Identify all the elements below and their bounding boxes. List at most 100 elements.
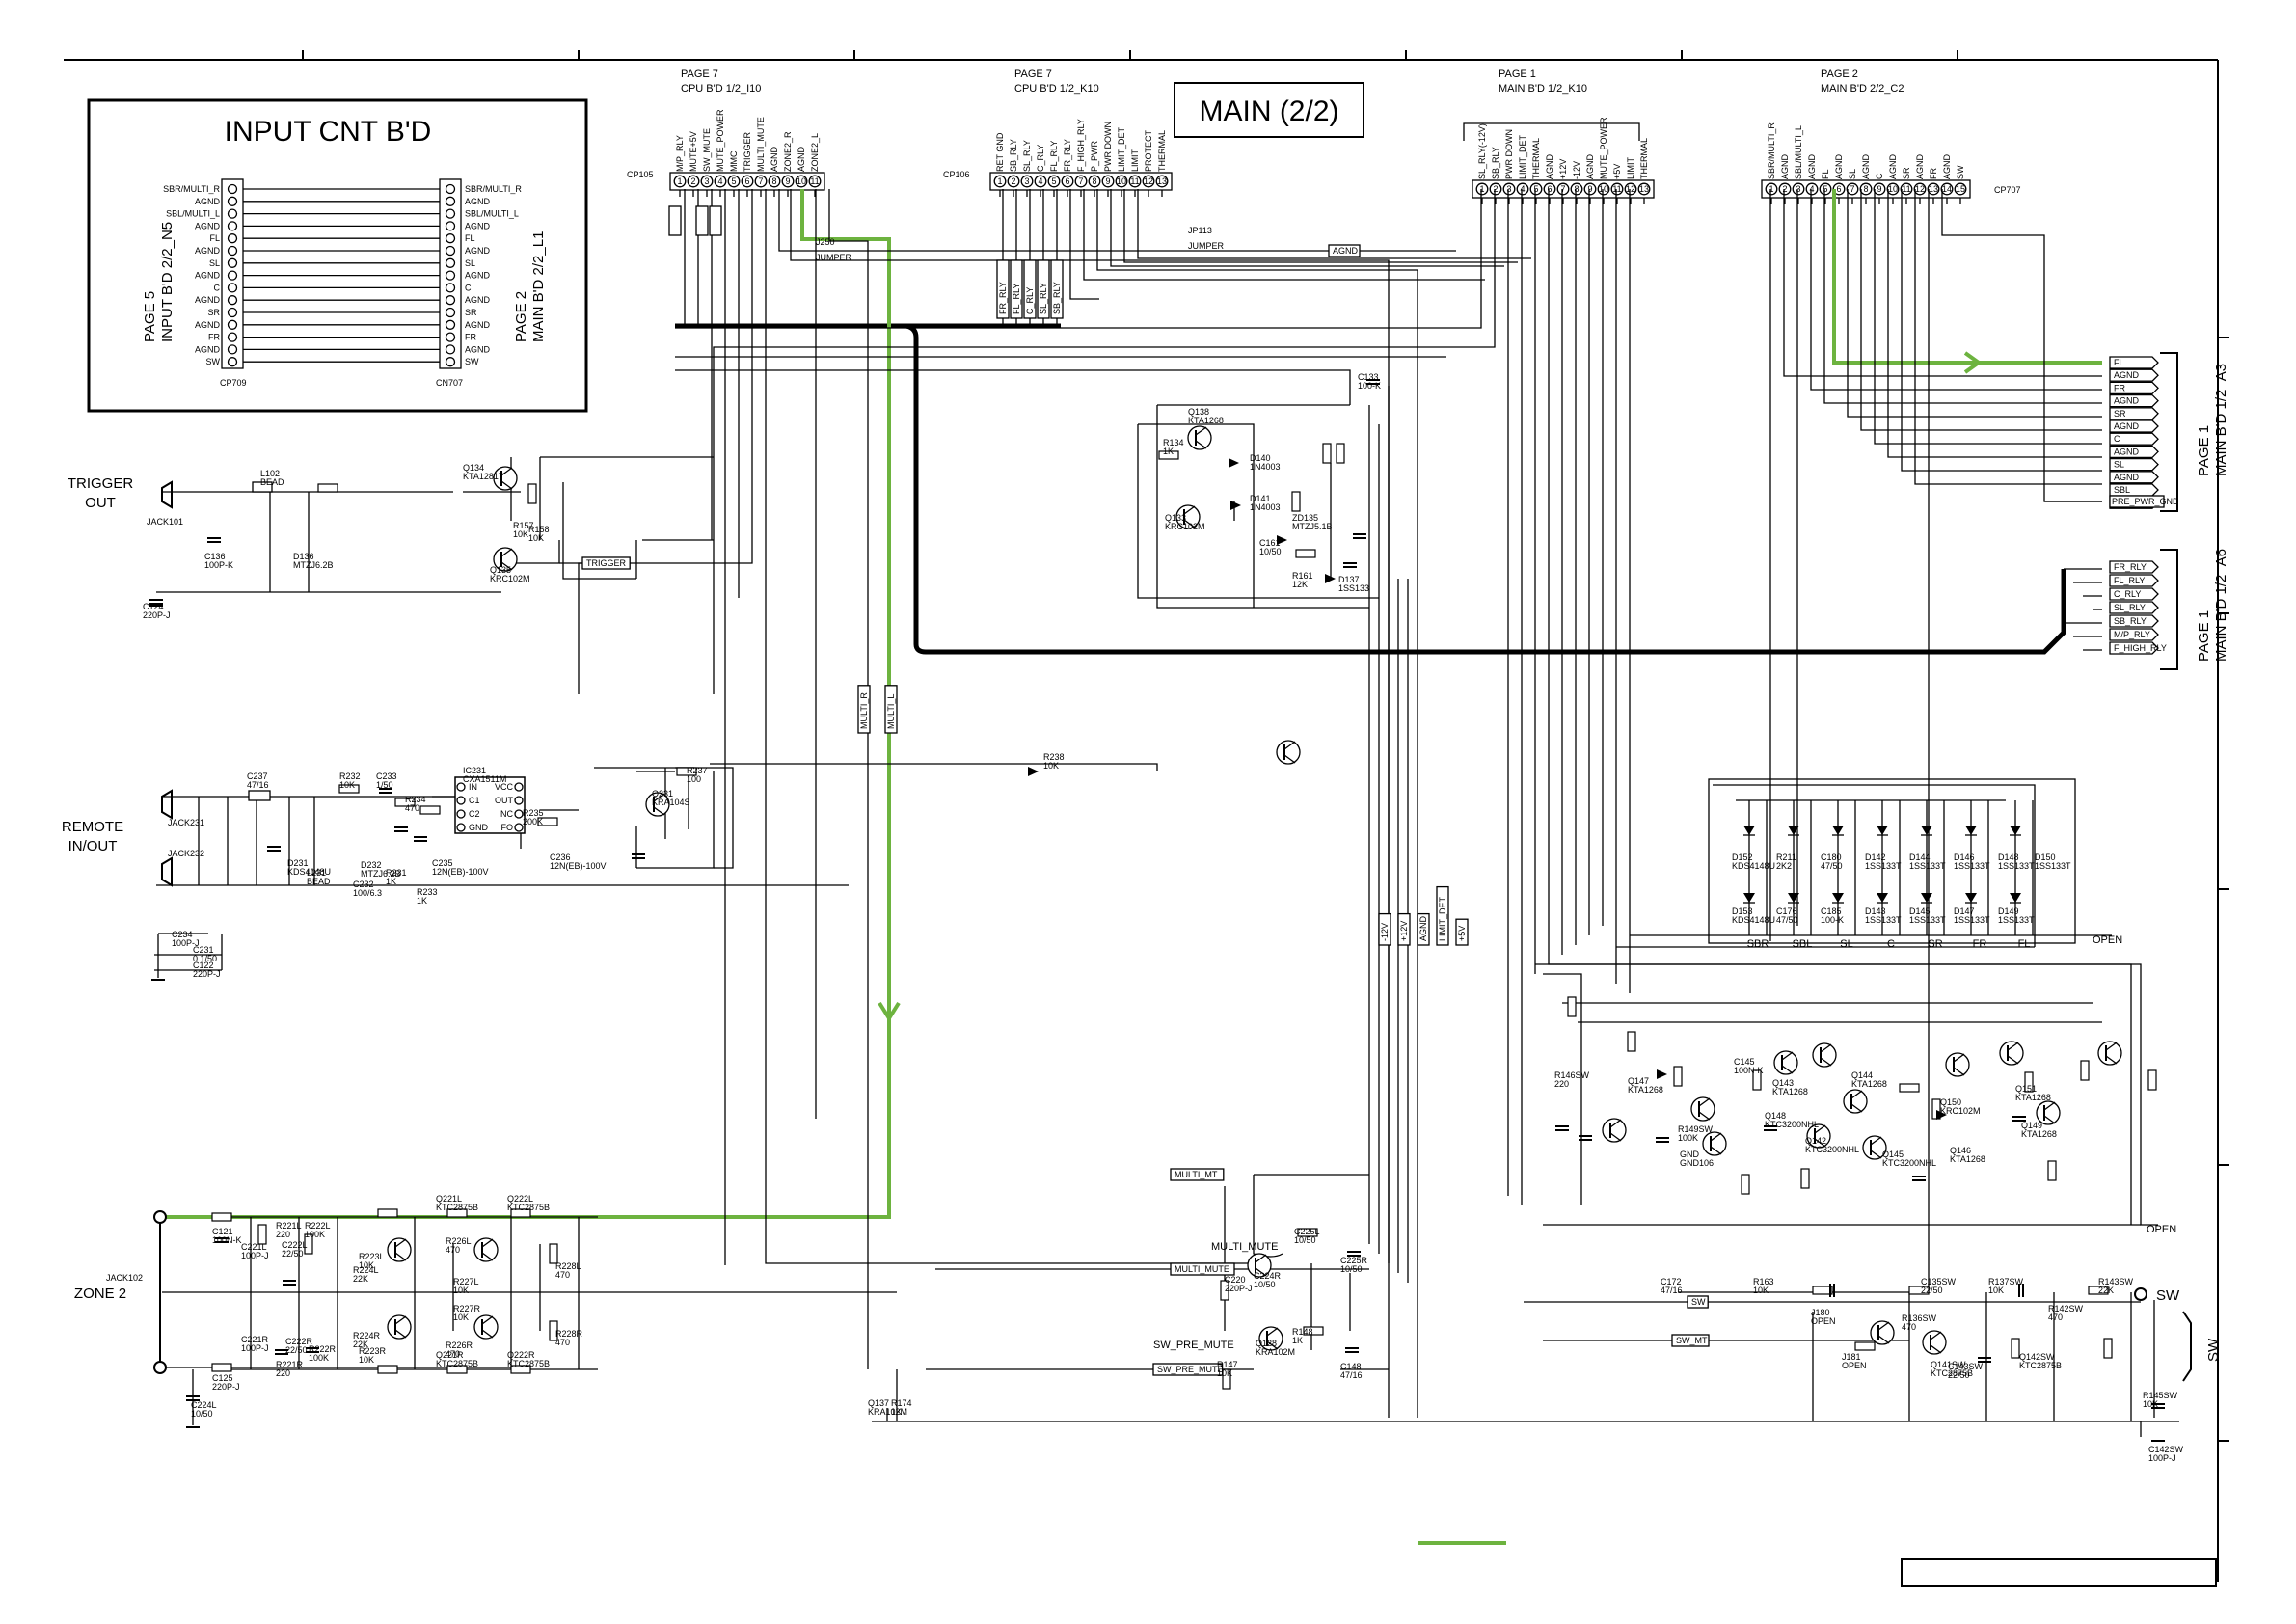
resistor-symbol bbox=[527, 483, 537, 504]
conn-main-k10-page: PAGE 1 bbox=[1499, 68, 1536, 80]
component-ref: R232 bbox=[339, 771, 361, 781]
connector-signal-name: ZONE2_L bbox=[810, 133, 820, 172]
connector-pin bbox=[1556, 182, 1570, 196]
resistor-symbol bbox=[1800, 1168, 1810, 1189]
trigger-jack: JACK101 bbox=[147, 517, 183, 527]
component-value: 100N-K bbox=[212, 1235, 242, 1245]
component-ref: C235 bbox=[432, 858, 453, 868]
right-tag-label: AGND bbox=[2114, 447, 2140, 456]
connector-pin-number: 1 bbox=[1769, 184, 1773, 194]
component-ref: R136SW bbox=[1902, 1313, 1937, 1323]
connector-pin bbox=[1475, 182, 1489, 196]
transistor-symbol bbox=[1602, 1118, 1627, 1143]
component-value: 470 bbox=[2048, 1313, 2063, 1322]
relay-diode-top bbox=[1965, 826, 1977, 835]
connector-pin bbox=[1805, 182, 1819, 196]
input-cnt-right-signal: FL bbox=[465, 233, 475, 243]
component-ref: C133 bbox=[1358, 372, 1379, 382]
component-ref: D140 bbox=[1250, 453, 1271, 463]
component-ref: D142 bbox=[1865, 853, 1886, 862]
component-value: 470 bbox=[446, 1349, 460, 1359]
connector-signal-name: LIMIT bbox=[1130, 149, 1140, 172]
input-cnt-left-signal: SBL/MULTI_L bbox=[166, 209, 220, 219]
component-value: 10K bbox=[1217, 1368, 1232, 1378]
component-ref: R222L bbox=[305, 1221, 331, 1231]
wire-tag-label: MULTI_L bbox=[886, 694, 896, 729]
input-cnt-pin bbox=[445, 332, 456, 342]
component-value: KRA104S bbox=[652, 798, 690, 807]
connector-pin-number: 1 bbox=[997, 176, 1002, 186]
input-cnt-pin bbox=[227, 245, 238, 257]
component-value: 12N(EB)-100V bbox=[432, 867, 489, 877]
connector-pin bbox=[1913, 182, 1927, 196]
transistor-symbol bbox=[1812, 1042, 1837, 1068]
component-ref: J181 bbox=[1842, 1352, 1861, 1362]
wire-tag bbox=[1455, 918, 1469, 946]
component-value: 100P-J bbox=[172, 938, 200, 948]
jumper-label-1: JUMPER bbox=[1188, 241, 1225, 251]
component-ref: C124 bbox=[143, 602, 164, 611]
resistor-symbol bbox=[2103, 1338, 2113, 1359]
input-cnt-pin bbox=[227, 183, 238, 195]
connector-pin bbox=[1846, 182, 1859, 196]
input-cnt-left-signal: AGND bbox=[195, 197, 221, 206]
resistor-symbol bbox=[549, 1243, 558, 1264]
component-value: 220P-J bbox=[1225, 1284, 1253, 1293]
input-cnt-left-signal: AGND bbox=[195, 221, 221, 230]
transistor-symbol bbox=[1999, 1041, 2024, 1066]
jumper-labels: JP113 JUMPER J250 JUMPER AGND bbox=[816, 226, 1361, 262]
relay-channel-label: SBL bbox=[1793, 938, 1813, 950]
relay-wire-tag-label: FL_RLY bbox=[1012, 284, 1021, 314]
transistor-collector bbox=[2043, 1101, 2056, 1111]
transistor-collector bbox=[1283, 741, 1296, 750]
relay-diode-top bbox=[1743, 826, 1755, 835]
component-ref: R226L bbox=[446, 1236, 472, 1246]
transistor-collector bbox=[1255, 1254, 1267, 1263]
component-ref: D144 bbox=[1909, 853, 1931, 862]
component-ref: Q222L bbox=[507, 1194, 533, 1204]
relay-diode-bottom bbox=[1921, 893, 1932, 903]
component-ref: C185 bbox=[1821, 907, 1842, 916]
relay-diode-top bbox=[2010, 826, 2021, 835]
input-cnt-right-signal: C bbox=[465, 283, 472, 292]
relay-diode-bottom bbox=[1965, 893, 1977, 903]
component-ref: Q133 bbox=[1165, 513, 1186, 523]
diode-symbol bbox=[1229, 458, 1239, 468]
connector-pin bbox=[1765, 182, 1778, 196]
component-ref: C148 bbox=[1340, 1362, 1362, 1371]
input-cnt-left-signal: AGND bbox=[195, 271, 221, 281]
wire-tag-label: +5V bbox=[1457, 926, 1467, 941]
component-ref: L102 bbox=[260, 469, 280, 478]
component-value: 1SS133T bbox=[1909, 915, 1946, 925]
input-cnt-left-signal: AGND bbox=[195, 246, 221, 256]
component-ref: Q128 bbox=[1256, 1339, 1277, 1348]
zone2-jack: JACK102 bbox=[106, 1273, 143, 1283]
connector-pin-number: 10 bbox=[1599, 184, 1608, 194]
relay-wire-tag bbox=[1050, 259, 1064, 319]
component-value: KTC3200NHL bbox=[1805, 1145, 1859, 1154]
diode-symbol bbox=[1657, 1069, 1667, 1079]
connector-main-k10: PAGE 1 MAIN B'D 1/2_K10 1SL_RLY(-12V)2SB… bbox=[1463, 68, 1655, 204]
component-value: 1SS133 bbox=[1338, 583, 1369, 593]
relay-wire-tag bbox=[1023, 259, 1037, 319]
connector-signal-name: MUTE+5V bbox=[689, 131, 698, 172]
resistor-symbol bbox=[1291, 491, 1301, 512]
right-tag-label: M/P_RLY bbox=[2114, 630, 2150, 639]
resistor-symbol bbox=[377, 1208, 398, 1218]
ic-pin-name: NC bbox=[500, 809, 513, 819]
component-value: 10K bbox=[453, 1286, 469, 1295]
component-value: 1SS133T bbox=[1865, 861, 1902, 871]
connector-pin-number: 6 bbox=[1836, 184, 1841, 194]
component-ref: Q138 bbox=[1188, 407, 1209, 417]
component-value: 220P-J bbox=[193, 969, 221, 979]
component-value: KRC102M bbox=[1940, 1106, 1981, 1116]
transistor-symbol bbox=[1690, 1096, 1715, 1122]
component-ref: Q150 bbox=[1940, 1097, 1961, 1107]
component-ref: R161 bbox=[1292, 571, 1313, 581]
component-ref: R157 bbox=[513, 521, 534, 530]
trigger-label2: OUT bbox=[85, 495, 116, 511]
wire-tag bbox=[1170, 1262, 1235, 1276]
transistor-collector bbox=[1710, 1132, 1722, 1142]
input-cnt-title: INPUT CNT B'D bbox=[225, 116, 432, 148]
